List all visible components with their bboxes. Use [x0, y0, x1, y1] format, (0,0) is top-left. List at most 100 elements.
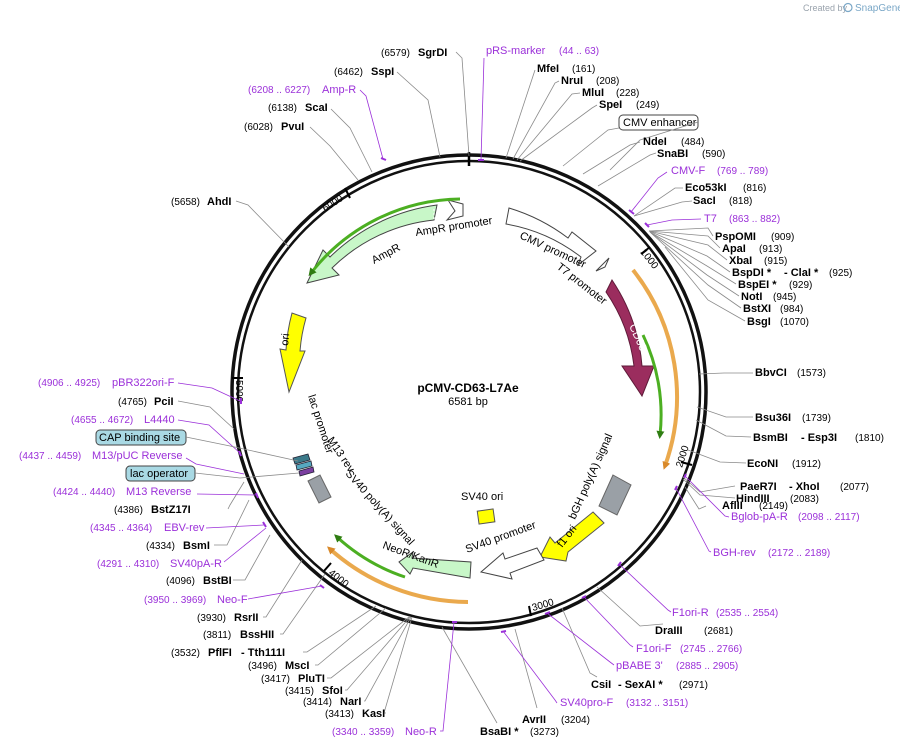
site-scai-pos: (6138) [268, 103, 297, 114]
site-bsgi: BsgI [747, 316, 771, 328]
primer-bgh-rev-pos: (2172 .. 2189) [768, 548, 830, 559]
site-bstbi: BstBI [203, 575, 232, 587]
primer-m13-reverse-pos: (4424 .. 4440) [53, 487, 115, 498]
primer-cmv-f-pos: (769 .. 789) [717, 166, 768, 177]
label-cap-binding-site: CAP binding site [99, 432, 180, 444]
site-sexai: - SexAI * [618, 679, 663, 691]
ampr-promoter-arrow [445, 199, 464, 221]
site-econi: EcoNI [747, 458, 778, 470]
primer-sv40pro-f: SV40pro-F [560, 697, 613, 709]
site-draiii-pos: (2681) [704, 626, 733, 637]
site-bsmi: BsmI [183, 540, 210, 552]
site-pvui: PvuI [281, 121, 304, 133]
site-clai: - ClaI * [784, 267, 819, 279]
restriction-sites: (6579) SgrDI (6462) SspI (6138) ScaI (60… [114, 47, 884, 738]
green-arc-ampr [308, 197, 461, 277]
orange-arc-neor [327, 546, 469, 604]
site-eco53ki-pos: (816) [743, 183, 766, 194]
primer-m13-puc-reverse: M13/pUC Reverse [92, 450, 182, 462]
site-pspomi-pos: (909) [771, 232, 794, 243]
site-msci-pos: (3496) [248, 661, 277, 672]
site-mfei: MfeI [537, 63, 559, 75]
primer-ebv-rev-pos: (4345 .. 4364) [90, 523, 152, 534]
site-pcii-pos: (4765) [118, 397, 147, 408]
primer-neo-f: Neo-F [217, 594, 248, 606]
site-saci: SacI [693, 195, 716, 207]
tick-3000-mark [528, 605, 532, 617]
plasmid-length: 6581 bp [448, 396, 488, 408]
primer-f1ori-f: F1ori-F [636, 643, 672, 655]
primer-f1ori-r: F1ori-R [672, 607, 709, 619]
site-draiii: DraIII [655, 625, 683, 637]
site-saci-pos: (818) [729, 196, 752, 207]
site-scai: ScaI [305, 102, 328, 114]
label-lac-operator: lac operator [130, 468, 188, 480]
site-paer7i: PaeR7I [740, 481, 777, 493]
site-sspi: SspI [371, 66, 394, 78]
site-bsu36i-pos: (1739) [802, 413, 831, 424]
site-bsabi-pos: (3273) [530, 727, 559, 738]
site-pflfi-pos: (3532) [171, 648, 200, 659]
plasmid-name: pCMV-CD63-L7Ae [417, 381, 519, 395]
cd63-arrow [605, 279, 655, 398]
tick-6000-mark [344, 187, 351, 199]
site-aflii-pos: (2149) [759, 501, 788, 512]
site-nrui: NruI [561, 75, 583, 87]
site-avrii-pos: (3204) [561, 715, 590, 726]
primer-m13-puc-reverse-pos: (4437 .. 4459) [19, 451, 81, 462]
site-bsmbi: BsmBI [753, 432, 788, 444]
lac-promoter-mark [295, 460, 313, 471]
site-bstxi: BstXI [743, 303, 771, 315]
site-econi-pos: (1912) [792, 459, 821, 470]
primer-neo-f-pos: (3950 .. 3969) [144, 595, 206, 606]
features [279, 199, 655, 580]
label-sv40-promoter: SV40 promoter [464, 519, 538, 556]
site-apai-pos: (913) [759, 244, 782, 255]
site-csii: CsiI [591, 679, 611, 691]
primer-l4440: L4440 [144, 414, 175, 426]
site-noti-pos: (945) [773, 292, 796, 303]
site-snabi: SnaBI [657, 148, 688, 160]
site-xbai-pos: (915) [764, 256, 787, 267]
label-cmv-enhancer: CMV enhancer [623, 117, 697, 129]
cap-binding-site-box [95, 429, 187, 446]
site-pspomi: PspOMI [715, 231, 756, 243]
snapgene-watermark: Created by SnapGene [803, 2, 900, 14]
primer-t7-pos: (863 .. 882) [729, 214, 780, 225]
label-ampr: AmpR [370, 242, 403, 267]
primer-ebv-rev: EBV-rev [164, 522, 205, 534]
site-xhoi: - XhoI [789, 481, 820, 493]
site-bstz17i: BstZ17I [151, 504, 191, 516]
primer-amp-r: Amp-R [322, 84, 356, 96]
cmv-enhancer-box [618, 114, 699, 131]
site-apai: ApaI [722, 243, 746, 255]
watermark-brand: SnapGene [855, 3, 900, 14]
site-aflii: AflII [722, 500, 743, 512]
watermark-created-by: Created by [803, 3, 848, 13]
site-pcii: PciI [154, 396, 174, 408]
sv40-polya-box [307, 474, 332, 504]
site-pluti: PluTI [298, 673, 325, 685]
site-sgrdi-pos: (6579) [381, 48, 410, 59]
primer-pbr322ori-f-pos: (4906 .. 4925) [38, 378, 100, 389]
lac-operator-mark [298, 466, 315, 477]
site-bspei-pos: (929) [789, 280, 812, 291]
primer-leaders [177, 57, 730, 732]
primer-amp-r-pos: (6208 .. 6227) [248, 85, 310, 96]
site-snabi-pos: (590) [702, 149, 725, 160]
site-eco53ki: Eco53kI [685, 182, 727, 194]
sv40-promoter-arrow [479, 547, 545, 580]
primer-neo-r: Neo-R [405, 726, 437, 738]
site-avrii: AvrII [522, 714, 546, 726]
tick-1000: 1000 [638, 247, 661, 272]
snapgene-logo-icon [843, 2, 853, 13]
site-msci: MscI [285, 660, 309, 672]
site-paer7i-pos: (2077) [840, 482, 869, 493]
ampr-arrow [306, 204, 438, 284]
bgh-polya-box [598, 474, 632, 516]
site-nari-pos: (3414) [303, 697, 332, 708]
tick-6000: 6000 [321, 193, 346, 215]
site-ndei-pos: (484) [681, 137, 704, 148]
neor-arrow [398, 550, 472, 579]
